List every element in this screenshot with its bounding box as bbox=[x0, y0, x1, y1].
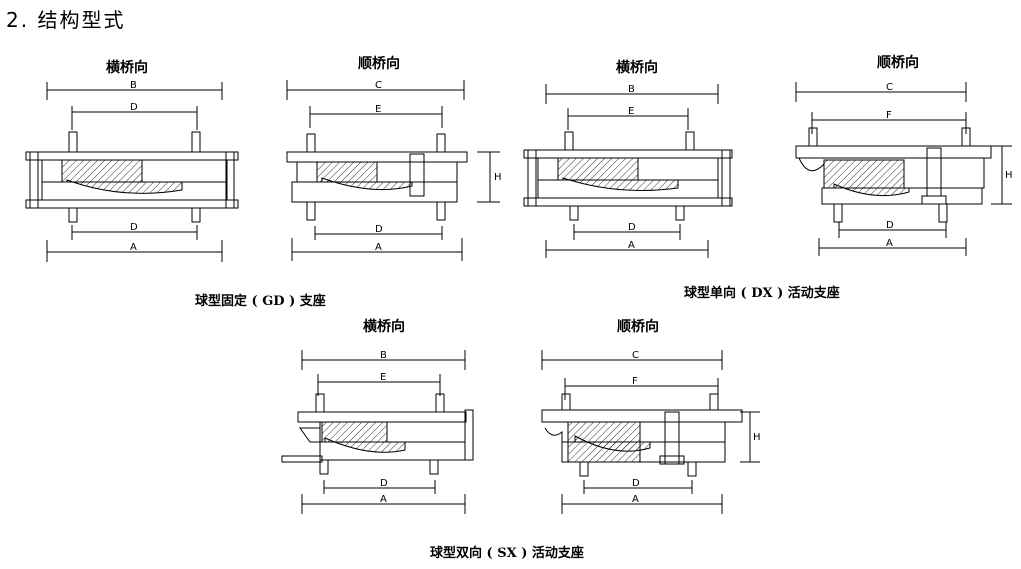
dim-label-e: E bbox=[628, 106, 634, 117]
dim-label-h: H bbox=[494, 172, 502, 183]
caption-sx: 球型双向 ( SX ) 活动支座 bbox=[430, 546, 584, 561]
dim-label-a: A bbox=[130, 242, 137, 253]
dim-label-d: D bbox=[375, 224, 383, 235]
dim-label-b: B bbox=[628, 84, 635, 95]
dim-label-a: A bbox=[375, 242, 382, 253]
dim-label-f: F bbox=[886, 110, 892, 121]
dim-label-c: C bbox=[886, 82, 893, 93]
section-title: 2. 结构型式 bbox=[6, 8, 126, 32]
dim-label-a: A bbox=[628, 240, 635, 251]
view-label-transverse-dx: 横桥向 bbox=[616, 60, 658, 76]
dim-label-a: A bbox=[632, 494, 639, 505]
dim-label-a: A bbox=[380, 494, 387, 505]
diagram-dx-longitudinal: C F H D A bbox=[795, 82, 1013, 256]
diagram-sx-longitudinal: C F H D A bbox=[541, 350, 761, 514]
view-label-longitudinal-sx: 顺桥向 bbox=[617, 319, 659, 335]
dim-label-d-top: D bbox=[130, 102, 138, 113]
dim-label-c: C bbox=[632, 350, 639, 361]
diagram-gd-longitudinal: C E H D A bbox=[286, 80, 502, 261]
diagram-dx-transverse: B E D A bbox=[523, 84, 733, 258]
dim-label-d: D bbox=[380, 478, 388, 489]
caption-dx: 球型单向 ( DX ) 活动支座 bbox=[684, 286, 840, 301]
caption-gd: 球型固定 ( GD ) 支座 bbox=[195, 294, 326, 309]
diagram-gd-transverse: B D D A bbox=[25, 80, 239, 262]
dim-label-a: A bbox=[886, 238, 893, 249]
diagram-sx-transverse: B E D A bbox=[281, 350, 474, 514]
dim-label-d-bottom: D bbox=[130, 222, 138, 233]
dim-label-b: B bbox=[130, 80, 137, 91]
view-label-longitudinal-dx: 顺桥向 bbox=[877, 55, 919, 71]
view-label-transverse-sx: 横桥向 bbox=[363, 319, 405, 335]
dim-label-c: C bbox=[375, 80, 382, 91]
dim-label-h: H bbox=[753, 432, 761, 443]
dim-label-b: B bbox=[380, 350, 387, 361]
dim-label-f: F bbox=[632, 376, 638, 387]
dim-label-d: D bbox=[628, 222, 636, 233]
dim-label-d: D bbox=[632, 478, 640, 489]
dim-label-h: H bbox=[1005, 170, 1013, 181]
view-label-transverse-gd: 横桥向 bbox=[106, 60, 148, 76]
dim-label-e: E bbox=[375, 104, 381, 115]
view-label-longitudinal-gd: 顺桥向 bbox=[358, 56, 400, 72]
dim-label-e: E bbox=[380, 372, 386, 383]
dim-label-d: D bbox=[886, 220, 894, 231]
